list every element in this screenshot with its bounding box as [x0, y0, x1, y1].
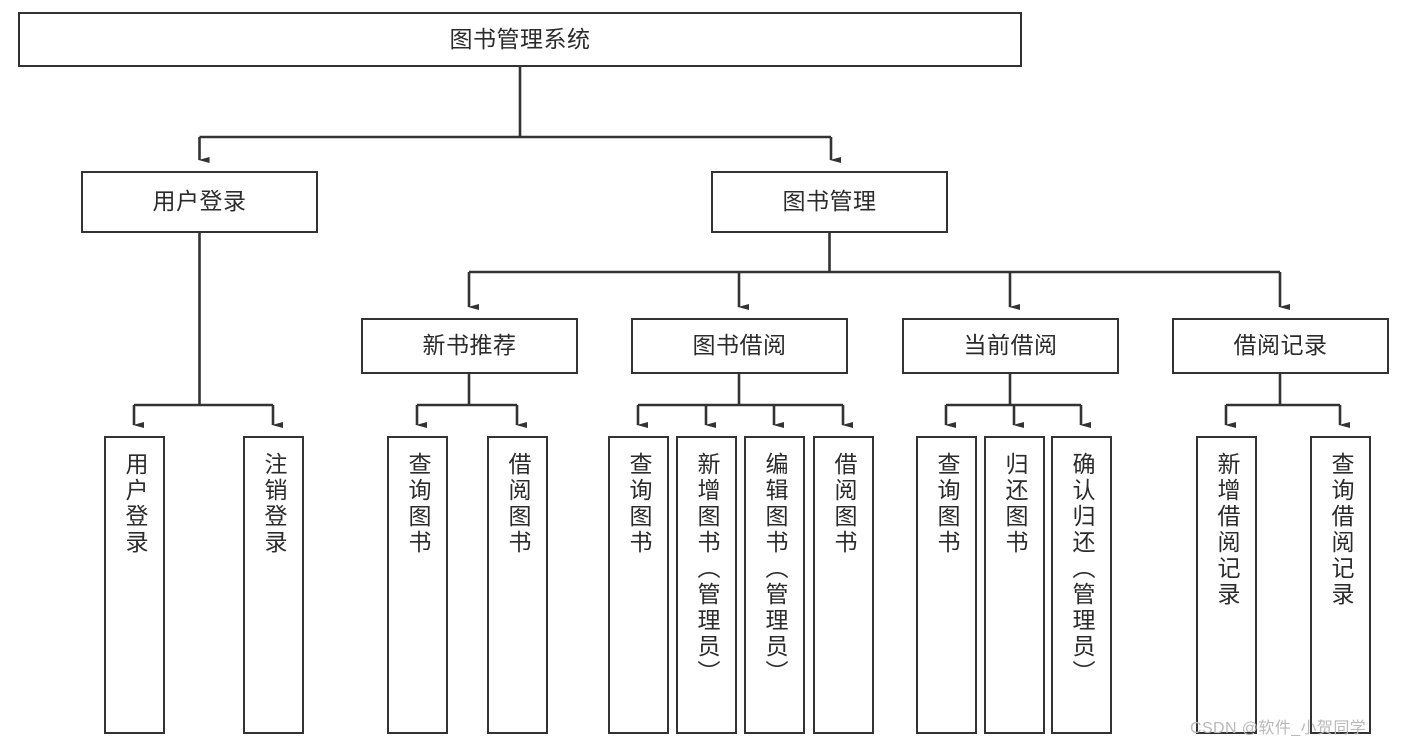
- node-leaf-add-book-label: 新增图书（管理员）: [694, 452, 720, 686]
- node-leaf-query-book-1[interactable]: 查询图书: [387, 436, 448, 734]
- node-leaf-edit-book-label: 编辑图书（管理员）: [762, 452, 788, 686]
- node-leaf-query-record-label: 查询借阅记录: [1328, 452, 1354, 608]
- node-leaf-user-login[interactable]: 用户登录: [104, 436, 165, 734]
- node-leaf-query-book-3[interactable]: 查询图书: [916, 436, 977, 734]
- node-leaf-add-record-label: 新增借阅记录: [1214, 452, 1240, 608]
- node-book-borrow[interactable]: 图书借阅: [631, 318, 848, 374]
- node-leaf-add-book[interactable]: 新增图书（管理员）: [676, 436, 737, 734]
- node-leaf-confirm-return-label: 确认归还（管理员）: [1069, 452, 1095, 686]
- node-leaf-add-record[interactable]: 新增借阅记录: [1196, 436, 1257, 734]
- edge-group-book-manage: [467, 233, 1290, 310]
- node-new-book-recommend[interactable]: 新书推荐: [361, 318, 578, 374]
- node-root-label: 图书管理系统: [449, 25, 591, 52]
- node-leaf-borrow-book-2[interactable]: 借阅图书: [813, 436, 874, 734]
- node-leaf-borrow-book-1[interactable]: 借阅图书: [487, 436, 548, 734]
- node-book-manage[interactable]: 图书管理: [711, 171, 948, 233]
- node-current-borrow[interactable]: 当前借阅: [902, 318, 1119, 374]
- node-leaf-confirm-return[interactable]: 确认归还（管理员）: [1051, 436, 1112, 734]
- node-leaf-query-book-3-label: 查询图书: [934, 452, 960, 556]
- node-leaf-return-book[interactable]: 归还图书: [984, 436, 1045, 734]
- node-leaf-edit-book[interactable]: 编辑图书（管理员）: [744, 436, 805, 734]
- node-leaf-user-login-label: 用户登录: [122, 452, 148, 556]
- edge-group-current-borrow: [944, 374, 1091, 428]
- node-leaf-borrow-book-1-label: 借阅图书: [505, 452, 531, 556]
- node-book-borrow-label: 图书借阅: [692, 332, 787, 359]
- node-leaf-query-book-2[interactable]: 查询图书: [608, 436, 669, 734]
- node-user-login[interactable]: 用户登录: [81, 171, 318, 233]
- edge-group-book-borrow: [636, 374, 853, 428]
- node-root[interactable]: 图书管理系统: [18, 12, 1022, 67]
- node-leaf-query-book-2-label: 查询图书: [626, 452, 652, 556]
- csdn-watermark: CSDN @软件_小贺同学: [1190, 720, 1367, 737]
- edge-group-borrow-record: [1224, 374, 1350, 428]
- node-leaf-query-record[interactable]: 查询借阅记录: [1310, 436, 1371, 734]
- node-book-manage-label: 图书管理: [782, 188, 877, 215]
- node-leaf-user-logout[interactable]: 注销登录: [243, 436, 304, 734]
- node-leaf-borrow-book-2-label: 借阅图书: [831, 452, 857, 556]
- node-user-login-label: 用户登录: [152, 188, 247, 215]
- edge-group-user-login: [132, 233, 283, 428]
- node-borrow-record-label: 借阅记录: [1233, 332, 1328, 359]
- node-borrow-record[interactable]: 借阅记录: [1172, 318, 1389, 374]
- edge-group-new-book-recommend: [415, 374, 527, 428]
- node-leaf-query-book-1-label: 查询图书: [405, 452, 431, 556]
- edge-group-root: [198, 67, 841, 163]
- node-leaf-return-book-label: 归还图书: [1002, 452, 1028, 556]
- node-leaf-user-logout-label: 注销登录: [261, 452, 287, 556]
- node-new-book-recommend-label: 新书推荐: [422, 332, 517, 359]
- node-current-borrow-label: 当前借阅: [963, 332, 1058, 359]
